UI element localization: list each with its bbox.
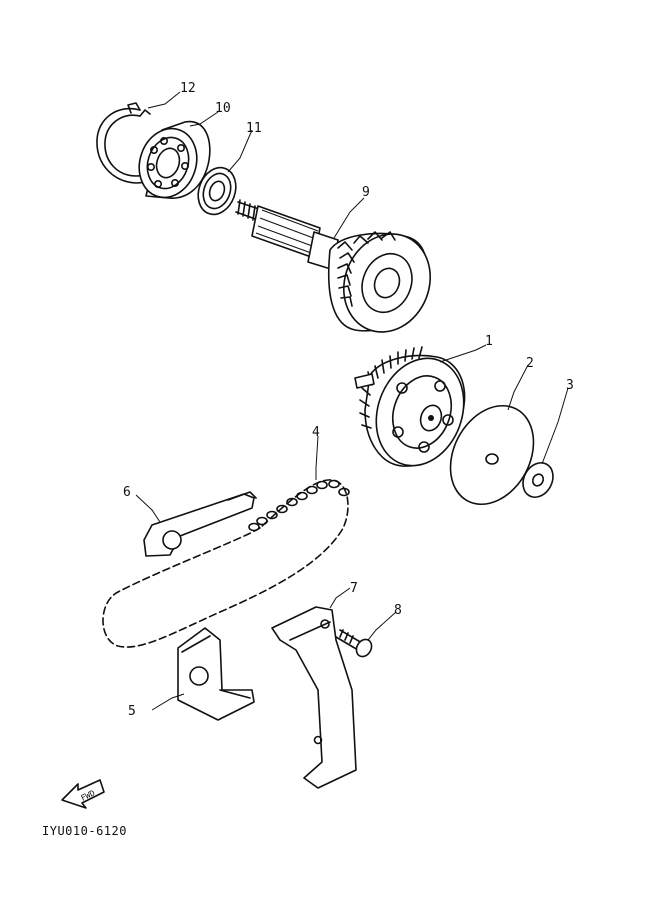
part-4-chain[interactable]	[102, 479, 350, 648]
callout-7: 7	[350, 581, 358, 596]
callout-leaders	[135, 91, 569, 711]
part-8-bolt[interactable]	[335, 629, 375, 659]
part-5-chain-guide[interactable]	[177, 627, 255, 721]
callout-8: 8	[394, 603, 402, 618]
part-6-tensioner[interactable]	[143, 491, 257, 557]
callout-10: 10	[215, 101, 231, 116]
callout-9: 9	[362, 185, 370, 200]
fwd-arrow-icon: FWD	[61, 779, 105, 809]
callout-12: 12	[180, 81, 196, 96]
callout-4: 4	[312, 425, 320, 440]
callout-3: 3	[566, 378, 574, 393]
callout-2: 2	[526, 356, 534, 371]
diagram-code: IYU010-6120	[42, 824, 127, 838]
callout-1: 1	[485, 334, 493, 349]
part-7-bracket[interactable]	[271, 606, 357, 789]
part-11-oil-seal[interactable]	[192, 162, 242, 219]
part-3-washer[interactable]	[517, 458, 559, 503]
callout-6: 6	[123, 485, 131, 500]
part-10-bearing[interactable]	[131, 120, 211, 205]
part-1-clutch-assembly[interactable]	[354, 346, 478, 478]
part-9-shaft-gear[interactable]	[235, 199, 445, 345]
callout-labels: 12 10 11 9 1 2 3 4 6 5 7 8	[123, 81, 574, 719]
callout-5: 5	[128, 704, 136, 719]
callout-11: 11	[246, 121, 262, 136]
